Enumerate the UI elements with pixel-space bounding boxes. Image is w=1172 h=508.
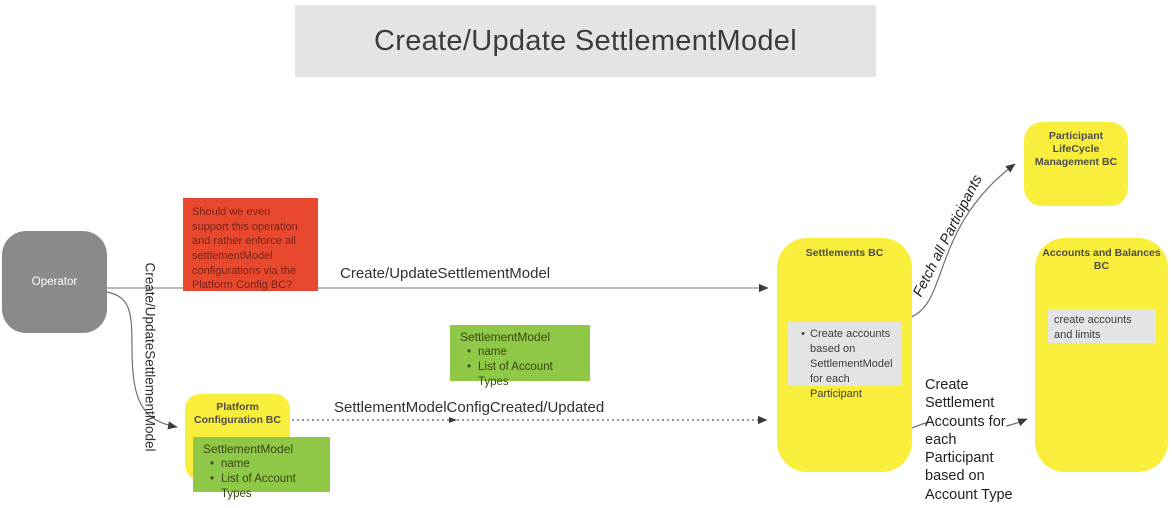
accounts-note-text: create accounts and limits: [1054, 314, 1132, 341]
edge-label-create-update-vertical[interactable]: Create/UpdateSettlementModel: [142, 262, 158, 452]
operator-shape[interactable]: Operator: [2, 231, 107, 333]
bc-participant-lifecycle[interactable]: Participant LifeCycle Management BC: [1024, 122, 1128, 206]
edge-label-create-settlement-accounts[interactable]: Create Settlement Accounts for each Part…: [925, 377, 1013, 503]
settlement-model-card-mid[interactable]: SettlementModel • name • List of Account…: [450, 325, 590, 388]
note-row: • Create accounts based on SettlementMod…: [796, 327, 895, 402]
page-title: Create/Update SettlementModel: [374, 24, 797, 57]
bc-accounts-and-balances[interactable]: Accounts and Balances BC: [1035, 238, 1168, 472]
bullet-glyph: •: [466, 361, 472, 374]
card-title: SettlementModel: [203, 442, 294, 456]
bullet-glyph: •: [209, 473, 215, 486]
bc-participant-lifecycle-title: Participant LifeCycle Management BC: [1034, 130, 1118, 169]
bullet-glyph: •: [466, 346, 472, 358]
bc-settlements-title: Settlements BC: [805, 247, 884, 259]
card-item: • List of Account Types: [203, 472, 322, 502]
settlements-note-text: Create accounts based on SettlementModel…: [810, 328, 893, 400]
card-item-text: List of Account Types: [478, 361, 553, 389]
bullet-glyph: •: [801, 328, 805, 340]
edge-midpoint-arrow: [449, 417, 457, 423]
card-item-text: name: [221, 458, 250, 470]
card-title: SettlementModel: [460, 330, 551, 344]
diagram-title-shape[interactable]: Create/Update SettlementModel: [295, 5, 876, 77]
edge-label-create-update-horizontal[interactable]: Create/UpdateSettlementModel: [340, 265, 551, 282]
bc-platform-configuration-title: Platform Configuration BC: [194, 401, 281, 427]
question-note-text: Should we even support this operation an…: [192, 206, 298, 292]
settlements-note[interactable]: • Create accounts based on SettlementMod…: [788, 322, 901, 400]
edge-label-fetch-all-participants[interactable]: Fetch all Participants: [910, 172, 986, 300]
card-item-text: name: [478, 346, 507, 358]
question-sticky-note[interactable]: Should we even support this operation an…: [183, 198, 318, 291]
settlement-model-card-platform[interactable]: SettlementModel • name • List of Account…: [193, 437, 330, 500]
accounts-note[interactable]: create accounts and limits: [1048, 309, 1156, 343]
card-item: • name: [203, 457, 322, 472]
card-item: • List of Account Types: [460, 360, 582, 390]
bc-accounts-and-balances-title: Accounts and Balances BC: [1042, 247, 1161, 273]
operator-label: Operator: [31, 276, 78, 288]
edge-label-config-created-updated[interactable]: SettlementModelConfigCreated/Updated: [334, 399, 605, 416]
card-item: • name: [460, 345, 582, 360]
card-item-text: List of Account Types: [221, 473, 296, 501]
bullet-glyph: •: [209, 458, 215, 470]
